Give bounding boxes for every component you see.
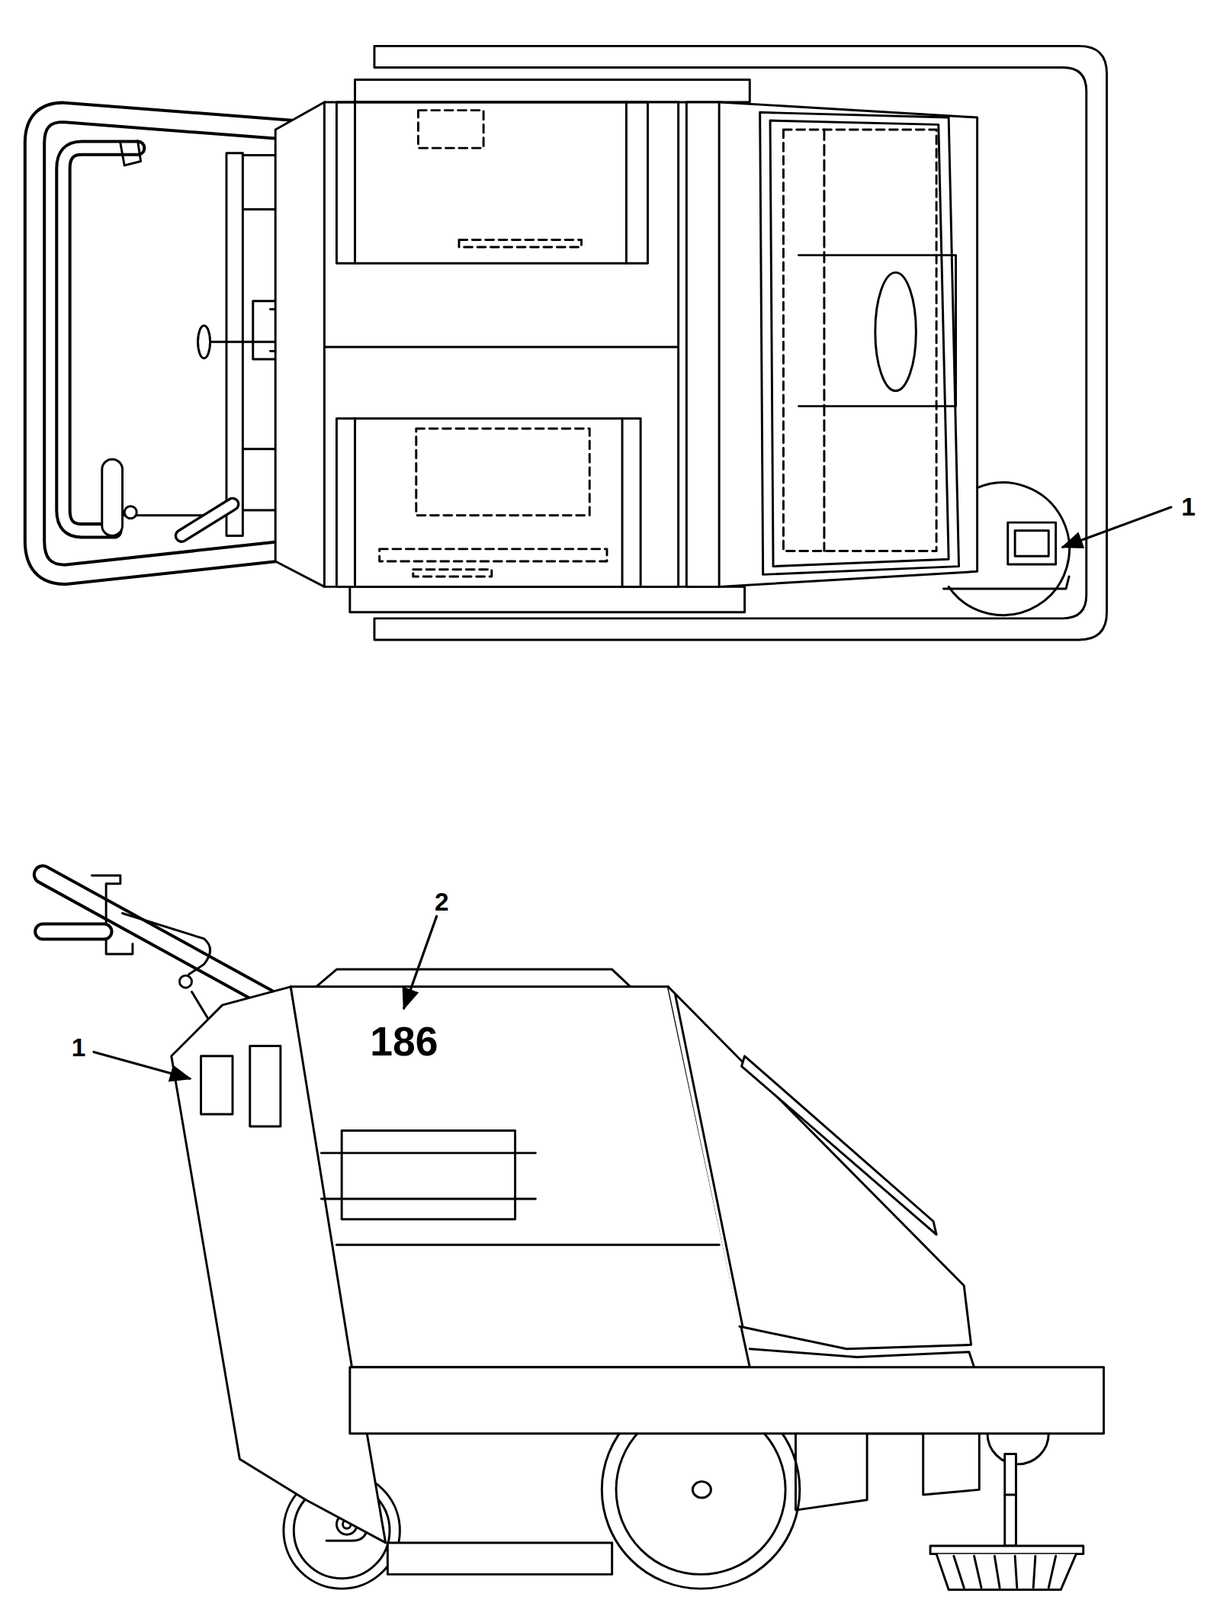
callout-number: 1: [1181, 494, 1196, 520]
leader-line: [93, 1051, 190, 1079]
leader-line: [1062, 507, 1172, 547]
top-view: [34, 45, 1107, 640]
leader-lines: [93, 507, 1172, 1079]
model-number: 186: [369, 1020, 438, 1063]
callout-number: 1: [71, 1034, 87, 1060]
leader-line: [404, 916, 437, 1009]
side-view: [42, 874, 1104, 1590]
callout-number: 2: [434, 889, 450, 915]
